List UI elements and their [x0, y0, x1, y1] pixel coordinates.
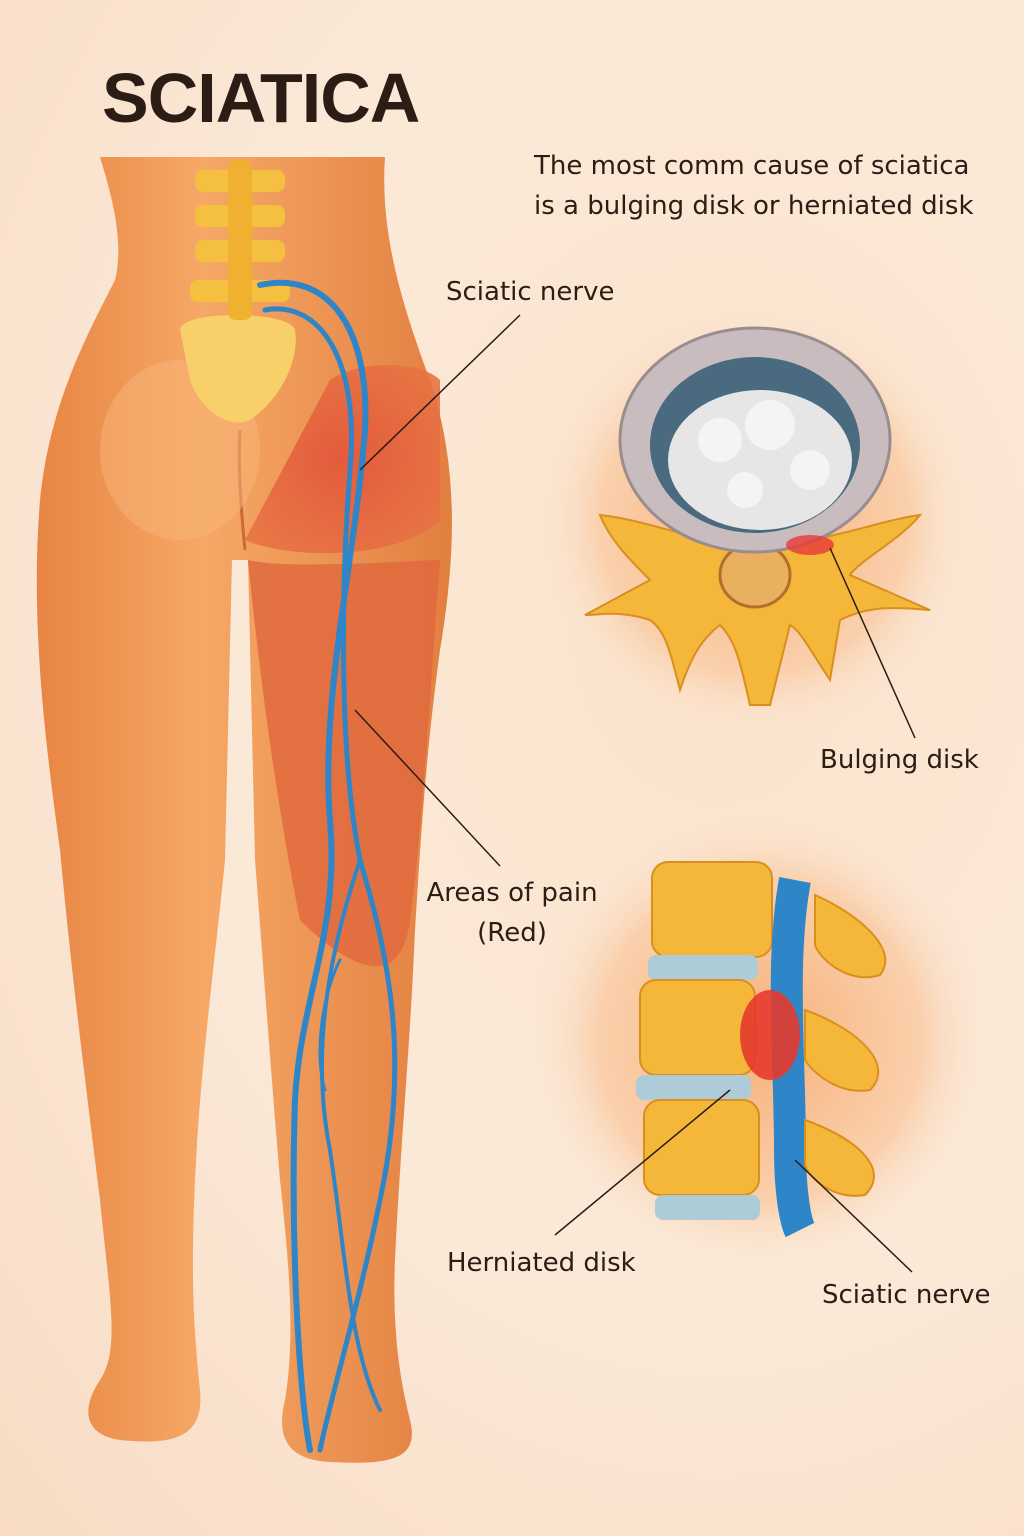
caption-line-1: The most comm cause of sciatica	[534, 151, 970, 181]
herniated-disk-diagram	[530, 810, 990, 1270]
label-sciatic-nerve-bottom: Sciatic nerve	[822, 1280, 991, 1310]
caption: The most comm cause of sciatica is a bul…	[534, 146, 974, 226]
pain-area-buttock	[245, 365, 440, 554]
label-herniated-disk: Herniated disk	[447, 1248, 636, 1278]
label-bulging-disk: Bulging disk	[820, 745, 979, 775]
label-areas-of-pain-line2: (Red)	[477, 918, 547, 948]
leader-lines	[354, 314, 916, 1273]
page-title: SCIATICA	[102, 59, 420, 137]
bulging-disk-diagram	[535, 300, 975, 740]
label-areas-of-pain: Areas of pain (Red)	[424, 873, 600, 953]
pain-area-thigh	[248, 560, 440, 967]
label-sciatic-nerve-top: Sciatic nerve	[446, 277, 615, 307]
lumbar-spine	[180, 160, 296, 423]
label-areas-of-pain-line1: Areas of pain	[426, 878, 598, 908]
sciatic-nerve-leg	[257, 279, 398, 1453]
caption-line-2: is a bulging disk or herniated disk	[534, 191, 974, 221]
